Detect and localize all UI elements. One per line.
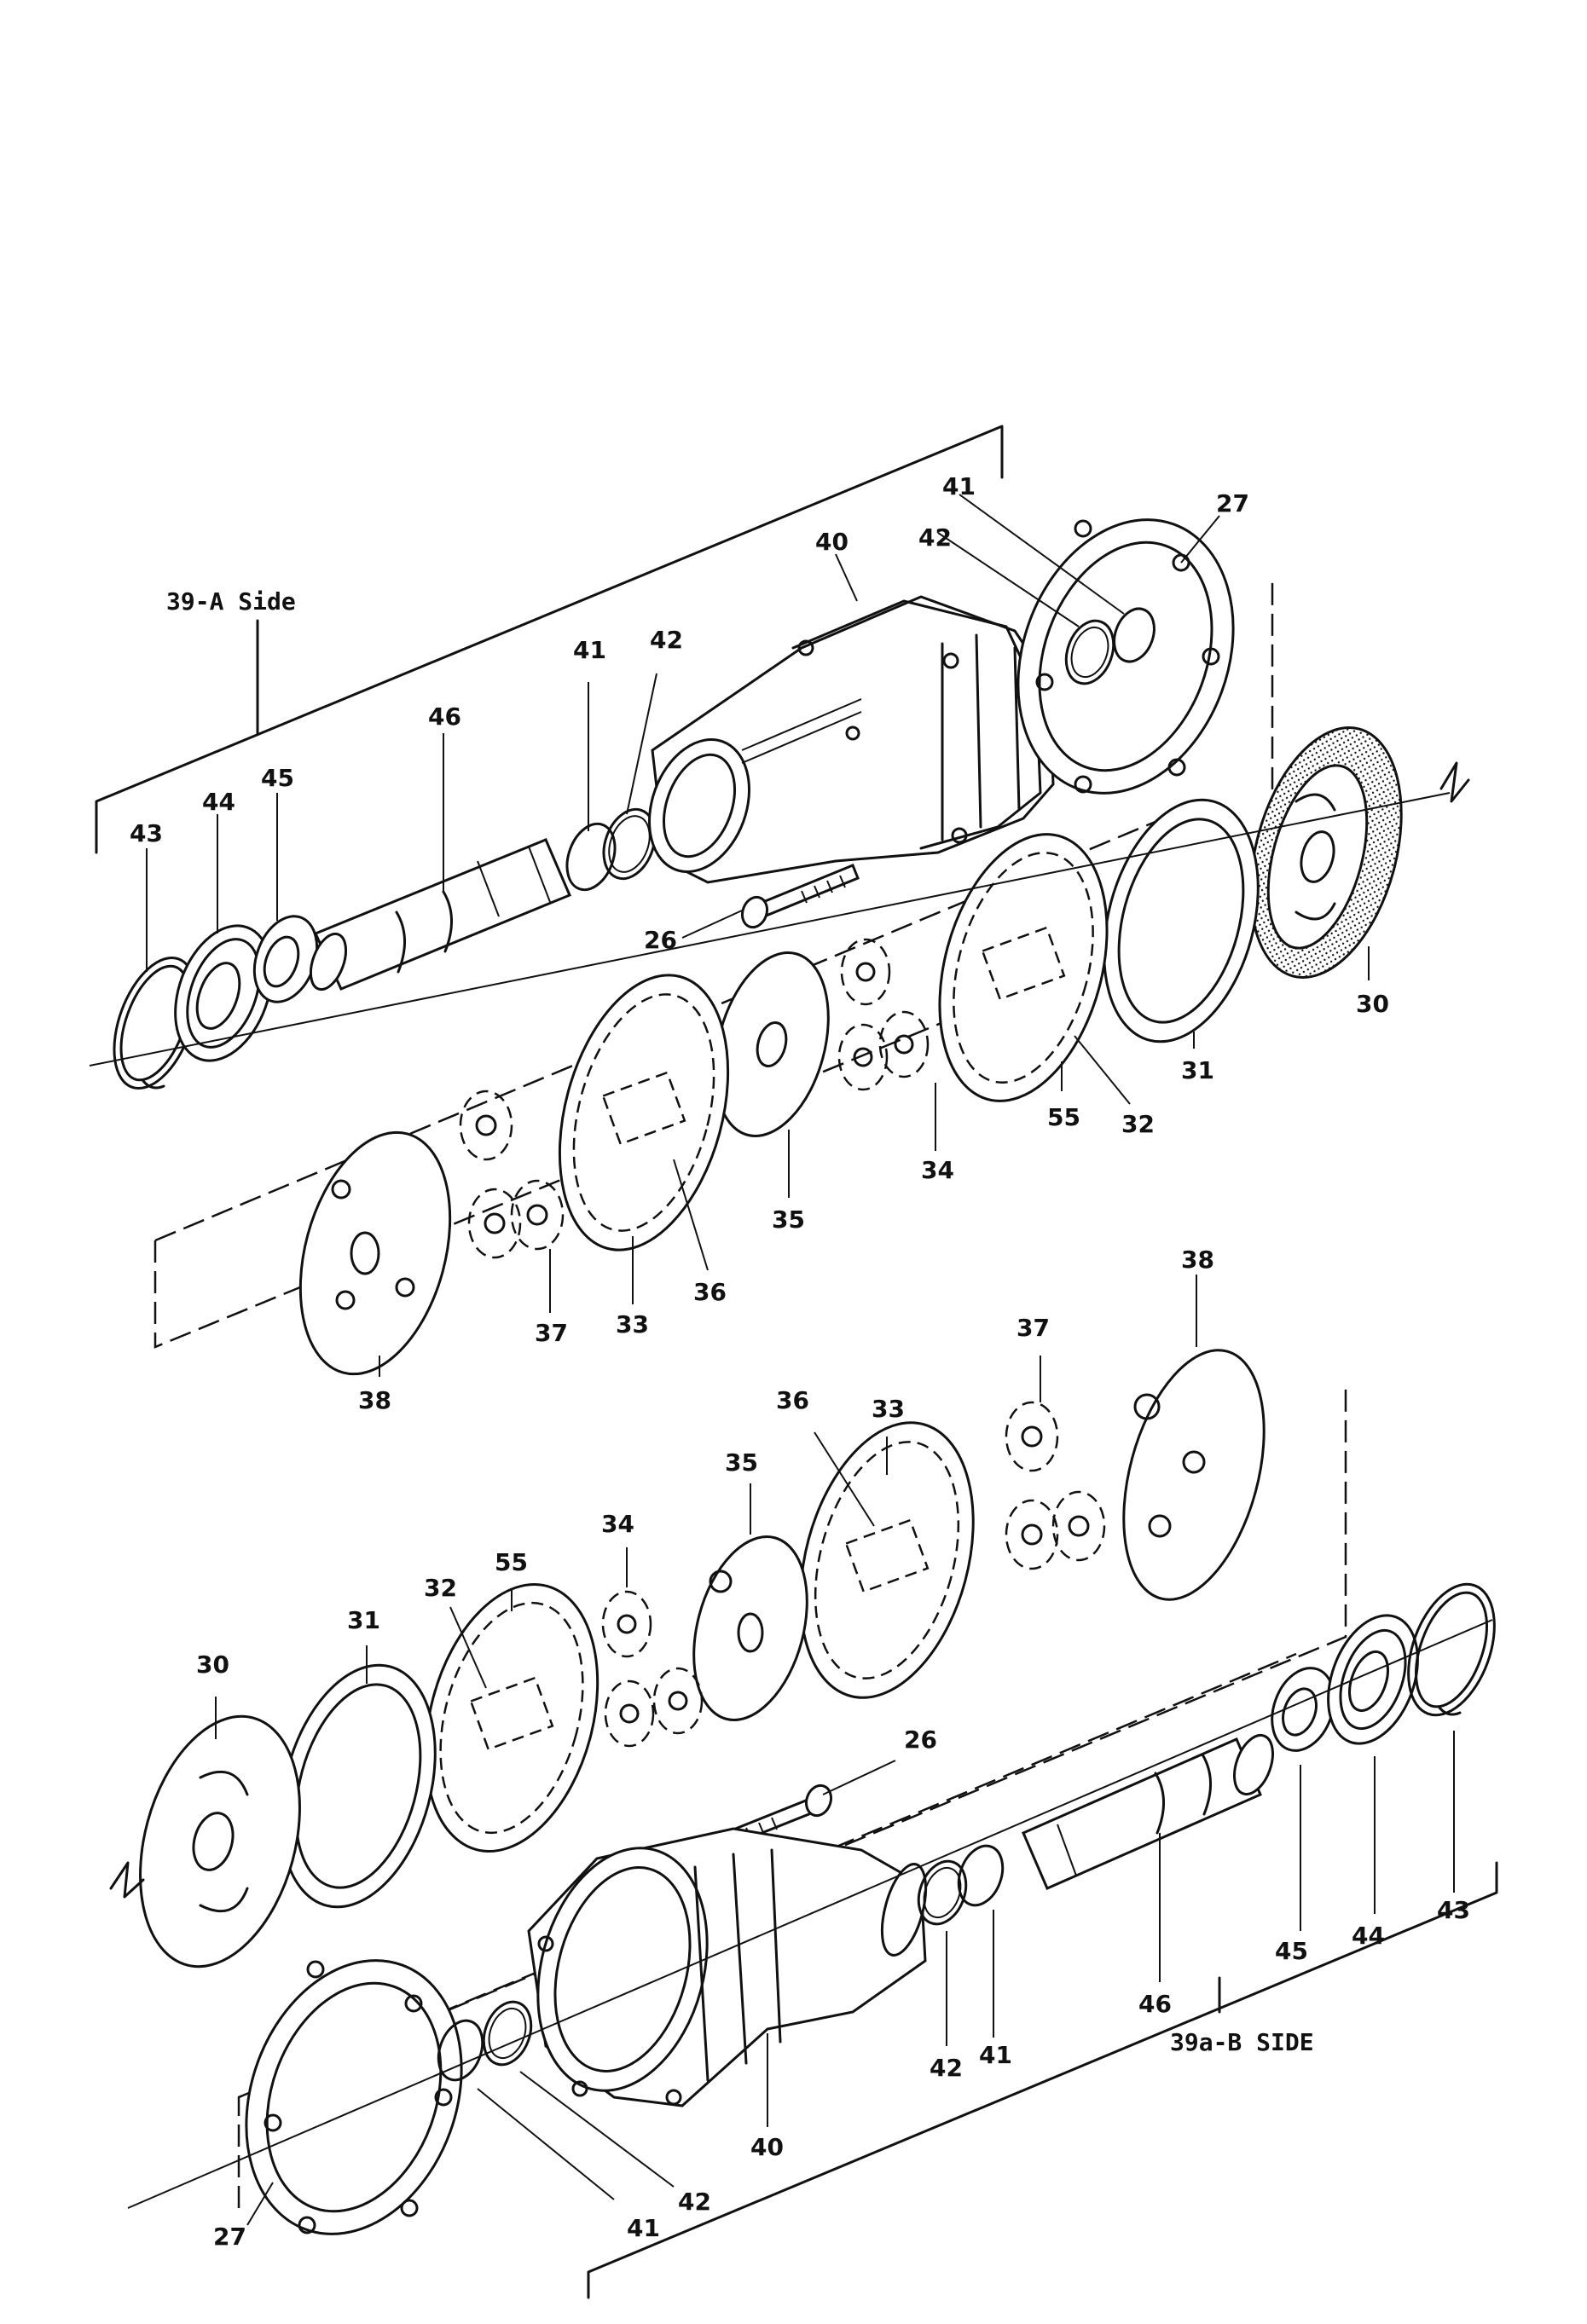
label-33-bottom: 33	[872, 1395, 905, 1423]
label-46-top: 46	[428, 702, 461, 731]
ring-41-top-right	[1113, 607, 1155, 663]
ring-41-bottom-left	[437, 2019, 484, 2082]
housing-40-top	[648, 595, 1055, 884]
steel-plate-31-bottom	[280, 1663, 437, 1909]
top-axis-line	[89, 792, 1451, 1067]
b-side-bracket	[587, 1861, 1498, 2299]
label-34-top: 34	[921, 1156, 954, 1184]
label-42-top-a: 42	[650, 626, 683, 654]
label-27-bottom: 27	[213, 2223, 246, 2251]
label-45-top: 45	[261, 764, 294, 792]
ring-42-bottom-left	[482, 2000, 533, 2067]
label-27-top: 27	[1216, 489, 1249, 517]
label-34-bottom: 34	[601, 1510, 634, 1538]
label-44-bottom: 44	[1352, 1922, 1385, 1950]
label-38-bottom: 38	[1181, 1246, 1214, 1274]
hub-35-bottom	[692, 1535, 808, 1721]
leader-lines	[146, 494, 1455, 2226]
label-38-top: 38	[358, 1386, 391, 1414]
label-30-bottom: 30	[196, 1651, 229, 1679]
caption-b-side: 39a-B SIDE	[1170, 2028, 1314, 2056]
label-37-bottom: 37	[1016, 1314, 1050, 1342]
label-40-bottom: 40	[750, 2133, 784, 2161]
part-labels-top: 43 44 45 46 41 42 40 42 41 27 26 30 31 5…	[130, 472, 1389, 1414]
shaft-46-bottom	[1022, 1733, 1274, 1890]
label-36-top: 36	[693, 1278, 727, 1306]
label-41-bottom-a: 41	[979, 2041, 1012, 2069]
carrier-33-bottom	[799, 1421, 975, 1699]
housing-40-bottom	[527, 1827, 928, 2107]
ring-41-top-left	[565, 822, 617, 892]
caption-a-side: 39-A Side	[166, 587, 296, 616]
label-36-bottom: 36	[776, 1386, 809, 1414]
bottom-break-mark	[109, 1861, 145, 1899]
carrier-plate-38-bottom	[1122, 1349, 1266, 1601]
bearing-44-bottom	[1327, 1614, 1419, 1745]
label-55-top: 55	[1047, 1103, 1080, 1131]
ring-42-top-right	[1064, 619, 1115, 685]
carrier-plate-38-top	[298, 1130, 452, 1376]
bearing-44-top	[174, 924, 273, 1062]
label-26-top: 26	[644, 926, 677, 954]
part-labels-bottom: 38 37 36 33 35 34 55 32 31 30 26 45 44 4…	[196, 1246, 1470, 2251]
bottom-axis-line	[127, 1619, 1493, 2209]
friction-disc-30-bottom	[139, 1714, 301, 1968]
label-43-top: 43	[130, 819, 163, 847]
label-46-bottom: 46	[1138, 1990, 1172, 2018]
label-40-top: 40	[815, 528, 849, 556]
gear-37-top	[459, 1090, 565, 1259]
label-30-top: 30	[1356, 990, 1389, 1018]
gear-34-bottom	[601, 1590, 704, 1748]
label-43-bottom: 43	[1437, 1896, 1470, 1924]
carrier-55-bottom	[424, 1583, 599, 1853]
gear-37-bottom	[1005, 1401, 1106, 1570]
friction-disc-30-top	[1249, 726, 1403, 979]
label-37-top: 37	[535, 1319, 568, 1347]
label-44-top: 44	[202, 788, 235, 816]
label-42-bottom-a: 42	[930, 2054, 963, 2082]
shaft-46-top	[309, 838, 571, 991]
seal-45-bottom	[1271, 1667, 1335, 1752]
gasket-27-bottom	[245, 1959, 463, 2235]
carrier-33-top	[558, 974, 730, 1252]
label-33-top: 33	[616, 1310, 649, 1338]
label-35-bottom: 35	[725, 1448, 758, 1477]
ring-42-top-left	[602, 807, 657, 881]
label-42-bottom-b: 42	[678, 2188, 711, 2216]
label-41-bottom-b: 41	[627, 2214, 660, 2242]
bolt-26-top	[740, 864, 860, 929]
a-side-bracket	[95, 425, 1004, 854]
label-31-bottom: 31	[347, 1606, 380, 1634]
label-35-top: 35	[772, 1205, 805, 1234]
top-break-mark	[1439, 761, 1470, 803]
label-55-bottom: 55	[495, 1548, 528, 1576]
snap-ring-43-bottom	[1407, 1582, 1496, 1717]
gear-34-top	[837, 938, 930, 1091]
label-42-top-b: 42	[918, 523, 952, 552]
label-32-top: 32	[1121, 1110, 1155, 1138]
label-26-bottom: 26	[904, 1726, 937, 1754]
ring-41-bottom-mid	[957, 1844, 1005, 1907]
gasket-27-top	[1016, 518, 1235, 795]
label-45-bottom: 45	[1275, 1937, 1308, 1965]
carrier-55-top	[938, 833, 1109, 1102]
label-41-top-a: 41	[573, 636, 606, 664]
label-41-top-b: 41	[942, 472, 976, 500]
label-32-bottom: 32	[424, 1574, 457, 1602]
label-31-top: 31	[1181, 1056, 1214, 1084]
steel-plate-31-top	[1103, 798, 1260, 1043]
